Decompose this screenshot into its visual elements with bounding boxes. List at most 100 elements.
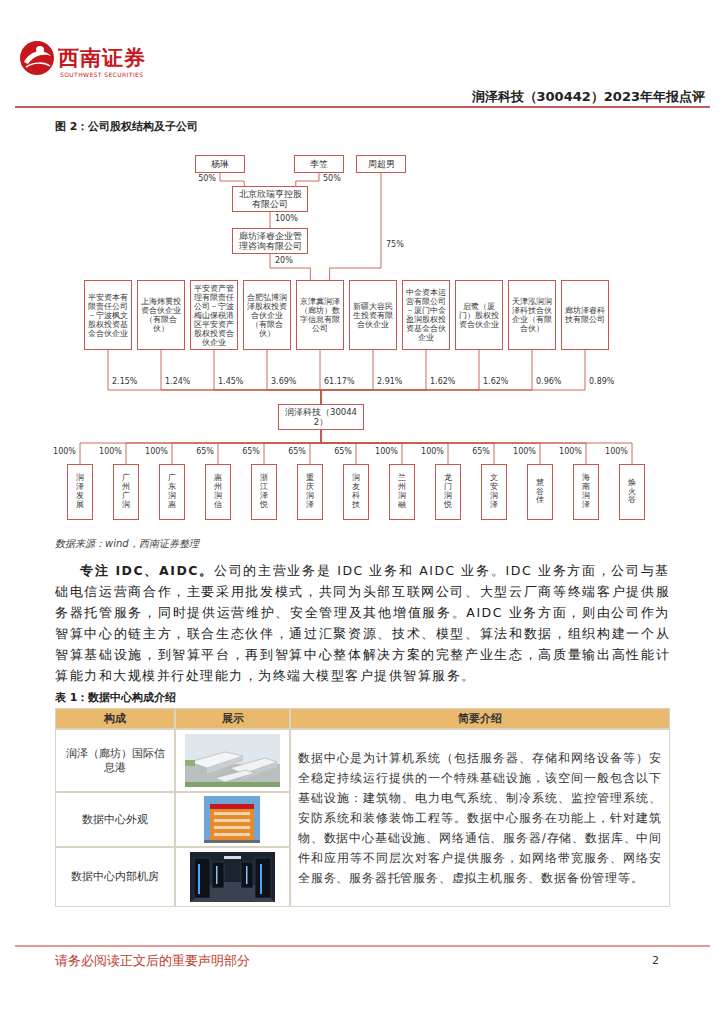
edge-label: 100% <box>512 447 537 457</box>
edge-label: 100% <box>420 447 445 457</box>
image-cell <box>175 847 290 907</box>
edge-label: 100% <box>604 447 629 457</box>
edge-label: 65% <box>287 447 307 457</box>
node-text: 北京欣瑞亨控股有限公司 <box>235 189 305 209</box>
node-text: 焕火谷 <box>628 479 636 505</box>
edge-label: 0.89% <box>588 377 615 387</box>
connector <box>321 350 532 404</box>
edge-label: 50% <box>197 174 217 184</box>
footer-rule <box>15 946 710 947</box>
connector <box>80 430 321 464</box>
edge-label: 100% <box>274 214 299 224</box>
shareholder-box: 中金资本运营有限公司－厦门中金盈润股权投资基金合伙企业 <box>402 280 450 350</box>
connector <box>310 430 321 464</box>
edge-label: 1.24% <box>164 377 191 387</box>
connector <box>321 350 426 404</box>
company-box: 润泽科技（300442） <box>278 404 364 430</box>
edge-label: 3.69% <box>270 377 297 387</box>
paragraph: 专注 IDC、AIDC。公司的主营业务是 IDC 业务和 AIDC 业务。IDC… <box>55 560 670 686</box>
subsidiary-box: 广东润惠 <box>159 464 185 520</box>
connector <box>270 212 271 228</box>
report-title: 润泽科技（300442）2023年年报点评 <box>472 88 705 106</box>
edge-label: 100% <box>374 447 399 457</box>
connector <box>161 350 321 404</box>
edge-label: 1.62% <box>429 377 456 387</box>
node-text: 惠州润信 <box>214 474 222 509</box>
table-cell-text: 数据中心是为计算机系统（包括服务器、存储和网络设备等）安全稳定持续运行提供的一个… <box>298 748 662 888</box>
subsidiary-box: 惠州润信 <box>205 464 231 520</box>
shareholder-box: 启鹭（厦门）股权投资合伙企业 <box>455 280 503 350</box>
image-cell <box>175 729 290 792</box>
node-text: 新疆大容民生投资有限合伙企业 <box>352 302 394 329</box>
node-text: 龙门润悦 <box>444 474 452 509</box>
subsidiary-box: 龙门润悦 <box>435 464 461 520</box>
connector <box>296 173 319 186</box>
node-text: 天津泓润润泽科技合伙企业（有限合伙） <box>511 297 553 333</box>
subsidiary-box: 文安润泽 <box>481 464 507 520</box>
shareholder-box: 新疆大容民生投资有限合伙企业 <box>349 280 397 350</box>
brand-subtitle: SOUTHWEST SECURITIES <box>60 71 143 78</box>
table-header: 构成 <box>104 711 126 726</box>
edge-label: 65% <box>195 447 215 457</box>
table-title: 表 1：数据中心构成介绍 <box>55 690 176 705</box>
edge-label: 61.17% <box>323 377 356 387</box>
connector <box>321 350 373 404</box>
node-text: 重庆润泽 <box>306 474 314 509</box>
subsidiary-box: 重庆润泽 <box>297 464 323 520</box>
table-header: 展示 <box>222 711 244 726</box>
node-text: 合肥弘博润泽股权投资合伙企业（有限合伙） <box>246 293 288 338</box>
connector <box>321 430 632 464</box>
building-photo <box>204 796 260 843</box>
shareholder-box: 合肥弘博润泽股权投资合伙企业（有限合伙） <box>243 280 291 350</box>
edge-label: 1.62% <box>482 377 509 387</box>
edge-label: 100% <box>52 447 77 457</box>
connector <box>214 350 321 404</box>
connector <box>321 430 540 464</box>
body-text: 公司的主营业务是 IDC 业务和 AIDC 业务。IDC 业务方面，公司与基础电… <box>55 563 670 683</box>
lead-text: 专注 IDC、AIDC。 <box>80 563 214 578</box>
table-cell: 润泽（廊坊）国际信息港 <box>55 729 175 792</box>
subsidiary-box: 浙江泽悦 <box>251 464 277 520</box>
connector <box>321 430 494 464</box>
table-cell-text: 润泽（廊坊）国际信息港 <box>63 747 167 775</box>
subsidiary-box: 广州广润 <box>113 464 139 520</box>
edge-label: 65% <box>241 447 261 457</box>
node-text: 广东润惠 <box>168 474 176 509</box>
person-box: 周超男 <box>356 155 406 173</box>
connector <box>267 350 321 404</box>
header-cell: 构成 <box>55 708 175 729</box>
node-text: 启鹭（厦门）股权投资合伙企业 <box>458 302 500 329</box>
connector <box>218 430 321 464</box>
node-text: 海南润泽 <box>582 474 590 509</box>
edge-label: 2.91% <box>376 377 403 387</box>
subsidiary-box: 兰州润融 <box>389 464 415 520</box>
node-text: 上海炜贯投资合伙企业（有限合伙） <box>140 297 182 333</box>
node-text: 润泽科技（300442） <box>281 407 361 427</box>
node-text: 平安资产管理有限责任公司－宁波梅山保税港区平安资产股权投资合伙企业 <box>193 284 235 347</box>
edge-label: 65% <box>333 447 353 457</box>
table-cell-text: 数据中心内部机房 <box>71 870 159 884</box>
node-text: 周超男 <box>368 159 395 170</box>
connector <box>264 430 321 464</box>
footer-note: 请务必阅读正文后的重要声明部分 <box>55 952 250 970</box>
node-text: 广州广润 <box>122 474 130 509</box>
node-text: 廊坊泽睿科技有限公司 <box>564 306 606 324</box>
shareholder-box: 平安资产管理有限责任公司－宁波梅山保税港区平安资产股权投资合伙企业 <box>190 280 238 350</box>
machine-room-photo <box>190 852 275 902</box>
table-header: 简要介绍 <box>458 711 502 726</box>
page-number: 2 <box>652 954 659 967</box>
shareholder-box: 天津泓润润泽科技合伙企业（有限合伙） <box>508 280 556 350</box>
connector <box>321 350 479 404</box>
campus-photo <box>185 734 280 787</box>
connector <box>321 430 448 464</box>
connector <box>321 350 585 404</box>
header-cell: 简要介绍 <box>290 708 670 729</box>
node-text: 慧谷佳 <box>536 479 544 505</box>
brand-name: 西南证券 <box>58 44 146 72</box>
connector <box>330 173 381 280</box>
company-box: 北京欣瑞亨控股有限公司 <box>232 186 308 212</box>
edge-label: 65% <box>471 447 491 457</box>
edge-label: 100% <box>98 447 123 457</box>
node-text: 平安资本有限责任公司－宁波枫文股权投资基金合伙企业 <box>87 293 129 338</box>
connector <box>321 430 586 464</box>
